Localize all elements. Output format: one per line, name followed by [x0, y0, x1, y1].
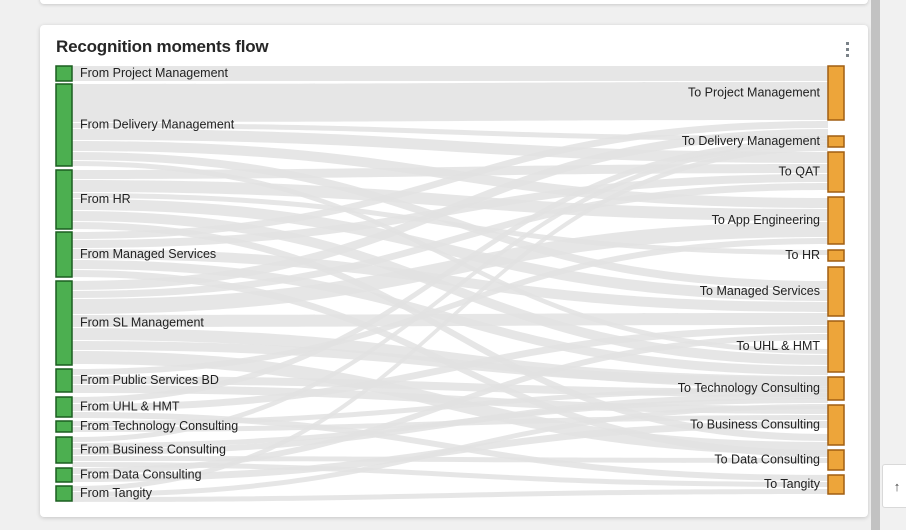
- sankey-source-node[interactable]: [55, 420, 73, 433]
- sankey-source-label: From SL Management: [80, 315, 204, 329]
- sankey-source-node[interactable]: [55, 485, 73, 502]
- sankey-link[interactable]: [72, 334, 828, 474]
- sankey-source-label: From Tangity: [80, 486, 153, 500]
- right-gutter: [880, 0, 906, 530]
- sankey-target-node[interactable]: [827, 196, 845, 245]
- sankey-link[interactable]: [72, 161, 828, 354]
- sankey-source-node[interactable]: [55, 280, 73, 366]
- sankey-link[interactable]: [72, 238, 828, 375]
- sankey-target-label: To Tangity: [764, 477, 821, 491]
- sankey-source-label: From Delivery Management: [80, 117, 235, 131]
- sankey-target-label: To Delivery Management: [682, 134, 821, 148]
- sankey-link[interactable]: [72, 146, 828, 491]
- scroll-to-top-button[interactable]: ↑: [882, 464, 906, 508]
- sankey-source-node[interactable]: [55, 467, 73, 483]
- sankey-target-node[interactable]: [827, 135, 845, 148]
- sankey-source-node[interactable]: [55, 436, 73, 464]
- sankey-target-node[interactable]: [827, 65, 845, 121]
- sankey-link[interactable]: [72, 211, 828, 365]
- sankey-link[interactable]: [72, 404, 828, 497]
- sankey-link[interactable]: [72, 183, 828, 298]
- sankey-source-node[interactable]: [55, 231, 73, 278]
- card-above-partial: [40, 0, 868, 4]
- sankey-link[interactable]: [72, 222, 828, 441]
- sankey-link[interactable]: [72, 129, 828, 290]
- sankey-link[interactable]: [72, 142, 828, 442]
- sankey-target-label: To Data Consulting: [714, 452, 820, 466]
- sankey-source-node[interactable]: [55, 368, 73, 393]
- sankey-target-label: To Managed Services: [700, 284, 820, 298]
- kebab-dot-1: [845, 41, 849, 45]
- sankey-target-label: To QAT: [779, 164, 821, 178]
- sankey-link[interactable]: [72, 341, 828, 386]
- sankey-link[interactable]: [72, 249, 828, 312]
- sankey-link[interactable]: [72, 462, 828, 487]
- sankey-source-node[interactable]: [55, 169, 73, 230]
- sankey-source-label: From Project Management: [80, 66, 229, 80]
- sankey-target-node[interactable]: [827, 449, 845, 471]
- card-title: Recognition moments flow: [56, 37, 269, 56]
- sankey-target-node[interactable]: [827, 404, 845, 446]
- sankey-target-node[interactable]: [827, 151, 845, 193]
- sankey-target-label: To UHL & HMT: [736, 339, 820, 353]
- sankey-link[interactable]: [72, 328, 828, 388]
- sankey-link[interactable]: [72, 199, 828, 301]
- sankey-link[interactable]: [72, 193, 828, 255]
- sankey-target-node[interactable]: [827, 249, 845, 262]
- sankey-source-node[interactable]: [55, 396, 73, 418]
- page-scrollbar-thumb[interactable]: [871, 0, 880, 530]
- sankey-source-label: From Technology Consulting: [80, 419, 238, 433]
- sankey-target-label: To App Engineering: [712, 213, 820, 227]
- sankey-link[interactable]: [72, 82, 828, 122]
- sankey-link[interactable]: [72, 180, 828, 221]
- sankey-source-label: From Public Services BD: [80, 373, 219, 387]
- sankey-target-label: To Technology Consulting: [678, 381, 820, 395]
- sankey-link[interactable]: [72, 129, 828, 163]
- sankey-link[interactable]: [72, 393, 828, 455]
- sankey-link[interactable]: [72, 152, 828, 289]
- recognition-moments-flow-card: Recognition moments flow From Project Ma…: [40, 25, 868, 517]
- sankey-link[interactable]: [72, 121, 828, 239]
- sankey-link[interactable]: [72, 326, 828, 411]
- sankey-source-node[interactable]: [55, 65, 73, 82]
- sankey-target-node[interactable]: [827, 266, 845, 317]
- sankey-target-node[interactable]: [827, 320, 845, 373]
- kebab-dot-3: [845, 53, 849, 57]
- sankey-link[interactable]: [72, 139, 828, 403]
- sankey-source-label: From Business Consulting: [80, 442, 226, 456]
- sankey-target-node[interactable]: [827, 474, 845, 495]
- sankey-target-node[interactable]: [827, 376, 845, 401]
- sankey-source-node[interactable]: [55, 83, 73, 167]
- sankey-source-label: From UHL & HMT: [80, 399, 180, 413]
- sankey-links: [72, 66, 828, 502]
- kebab-menu-icon[interactable]: [839, 39, 855, 59]
- sankey-link[interactable]: [72, 412, 828, 481]
- sankey-link[interactable]: [72, 489, 828, 502]
- sankey-target-label: To HR: [785, 248, 820, 262]
- sankey-source-label: From Managed Services: [80, 247, 216, 261]
- sankey-target-label: To Business Consulting: [690, 417, 820, 431]
- sankey-link[interactable]: [72, 66, 828, 81]
- sankey-target-label: To Project Management: [688, 85, 821, 99]
- sankey-source-label: From Data Consulting: [80, 467, 202, 481]
- sankey-source-label: From HR: [80, 192, 131, 206]
- kebab-dot-2: [845, 47, 849, 51]
